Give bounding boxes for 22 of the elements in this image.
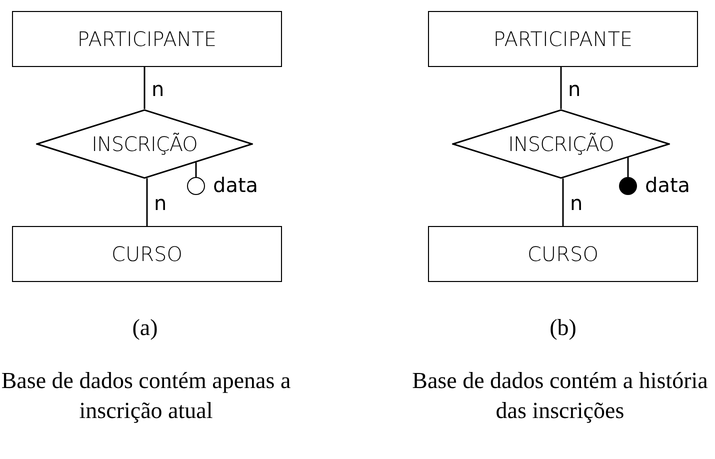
- caption-text: Base de dados contém apenas a inscrição atual: [0, 367, 292, 425]
- attribute-label: data: [645, 175, 690, 195]
- entity-box: [12, 11, 282, 67]
- entity-box: [428, 226, 698, 282]
- connector-line: [195, 162, 197, 177]
- entity-box: [428, 11, 698, 67]
- connector-line: [560, 67, 562, 109]
- connector-line: [627, 157, 629, 177]
- entity-box: [12, 226, 282, 282]
- relationship-name: INSCRIÇÃO: [92, 131, 198, 158]
- attribute-label: data: [213, 175, 258, 195]
- connector-line: [144, 67, 146, 109]
- panel-label: (a): [131, 314, 159, 342]
- entity-name: CURSO: [112, 241, 182, 268]
- entity-name: PARTICIPANTE: [77, 26, 217, 53]
- entity-name: PARTICIPANTE: [493, 26, 633, 53]
- entity-name: CURSO: [528, 241, 598, 268]
- connector-line: [562, 178, 564, 226]
- relationship-name: INSCRIÇÃO: [508, 131, 614, 158]
- caption-text: Base de dados contém a história das inscrições: [411, 367, 709, 425]
- panel-label: (b): [548, 314, 578, 342]
- connector-line: [146, 178, 148, 226]
